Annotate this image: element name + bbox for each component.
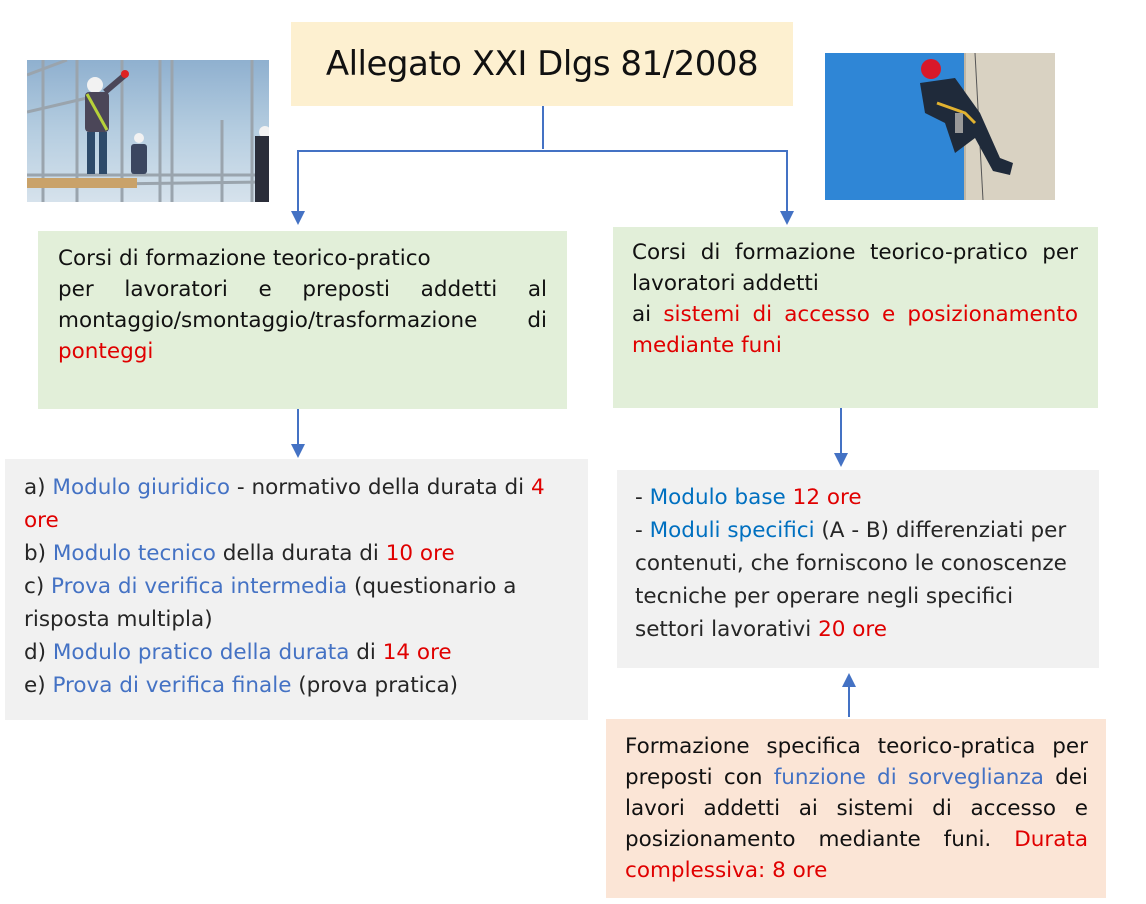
connector-supervisor-up — [848, 686, 850, 717]
arrow-down-icon — [834, 453, 848, 467]
diagram-title: Allegato XXI Dlgs 81/2008 — [291, 22, 793, 106]
module-name: Moduli specifici — [649, 518, 815, 543]
module-item-specific: - Moduli specifici (A - B) differenziati… — [635, 518, 1067, 642]
connector-left-modules — [297, 409, 299, 445]
header-line-2: per lavoratori e preposti addetti al — [58, 277, 547, 302]
header-text: Corsi di formazione teorico-pratico per … — [632, 240, 1078, 296]
header-prefix: ai — [632, 302, 664, 327]
module-item-a: a) Modulo giuridico - normativo della du… — [24, 475, 545, 533]
arrow-down-icon — [780, 211, 794, 225]
module-hours: 20 ore — [818, 617, 888, 642]
duration-highlight: Durata complessiva: 8 ore — [625, 827, 1088, 883]
module-name: Modulo base — [649, 485, 786, 510]
module-name: Modulo tecnico — [52, 541, 216, 566]
header-highlight-funi: sistemi di accesso e posizionamento medi… — [632, 302, 1078, 358]
module-name: Prova di verifica intermedia — [51, 574, 348, 599]
module-name: Prova di verifica finale — [52, 673, 292, 698]
module-item-b: b) Modulo tecnico della durata di 10 ore — [24, 541, 455, 566]
rope-access-course-header: Corsi di formazione teorico-pratico per … — [613, 227, 1098, 408]
module-item-e: e) Prova di verifica finale (prova prati… — [24, 673, 459, 698]
connector-left-down — [297, 150, 299, 212]
scaffolding-workers-photo — [27, 60, 269, 202]
module-item-c: c) Prova di verifica intermedia (questio… — [24, 574, 517, 632]
arrow-up-icon — [842, 673, 856, 687]
arrow-down-icon — [291, 211, 305, 225]
supervisor-training-box: Formazione specifica teorico-pratica per… — [606, 719, 1106, 898]
connector-right-down — [786, 150, 788, 212]
rope-access-worker-photo — [825, 53, 1055, 200]
header-line-3: montaggio/smontaggio/trasformazione di — [58, 308, 547, 333]
module-hours: 4 ore — [24, 475, 545, 533]
header-highlight-ponteggi: ponteggi — [58, 339, 154, 364]
connector-horizontal — [297, 150, 788, 152]
arrow-down-icon — [291, 444, 305, 458]
connector-right-modules — [840, 408, 842, 454]
module-hours: 14 ore — [382, 640, 452, 665]
connector-title-down — [542, 106, 544, 149]
scaffolding-modules-list: a) Modulo giuridico - normativo della du… — [5, 459, 588, 720]
module-name: Modulo pratico della durata — [52, 640, 350, 665]
header-line-1: Corsi di formazione teorico-pratico — [58, 246, 431, 271]
title-text: Allegato XXI Dlgs 81/2008 — [325, 44, 759, 84]
module-item-base: - Modulo base 12 ore — [635, 485, 862, 510]
scaffolding-course-header: Corsi di formazione teorico-pratico per … — [38, 231, 567, 409]
supervision-highlight: funzione di sorveglianza — [773, 765, 1044, 790]
module-item-d: d) Modulo pratico della durata di 14 ore — [24, 640, 452, 665]
module-hours: 12 ore — [792, 485, 862, 510]
module-name: Modulo giuridico — [52, 475, 231, 500]
module-hours: 10 ore — [385, 541, 455, 566]
rope-access-modules-list: - Modulo base 12 ore - Moduli specifici … — [617, 470, 1099, 668]
